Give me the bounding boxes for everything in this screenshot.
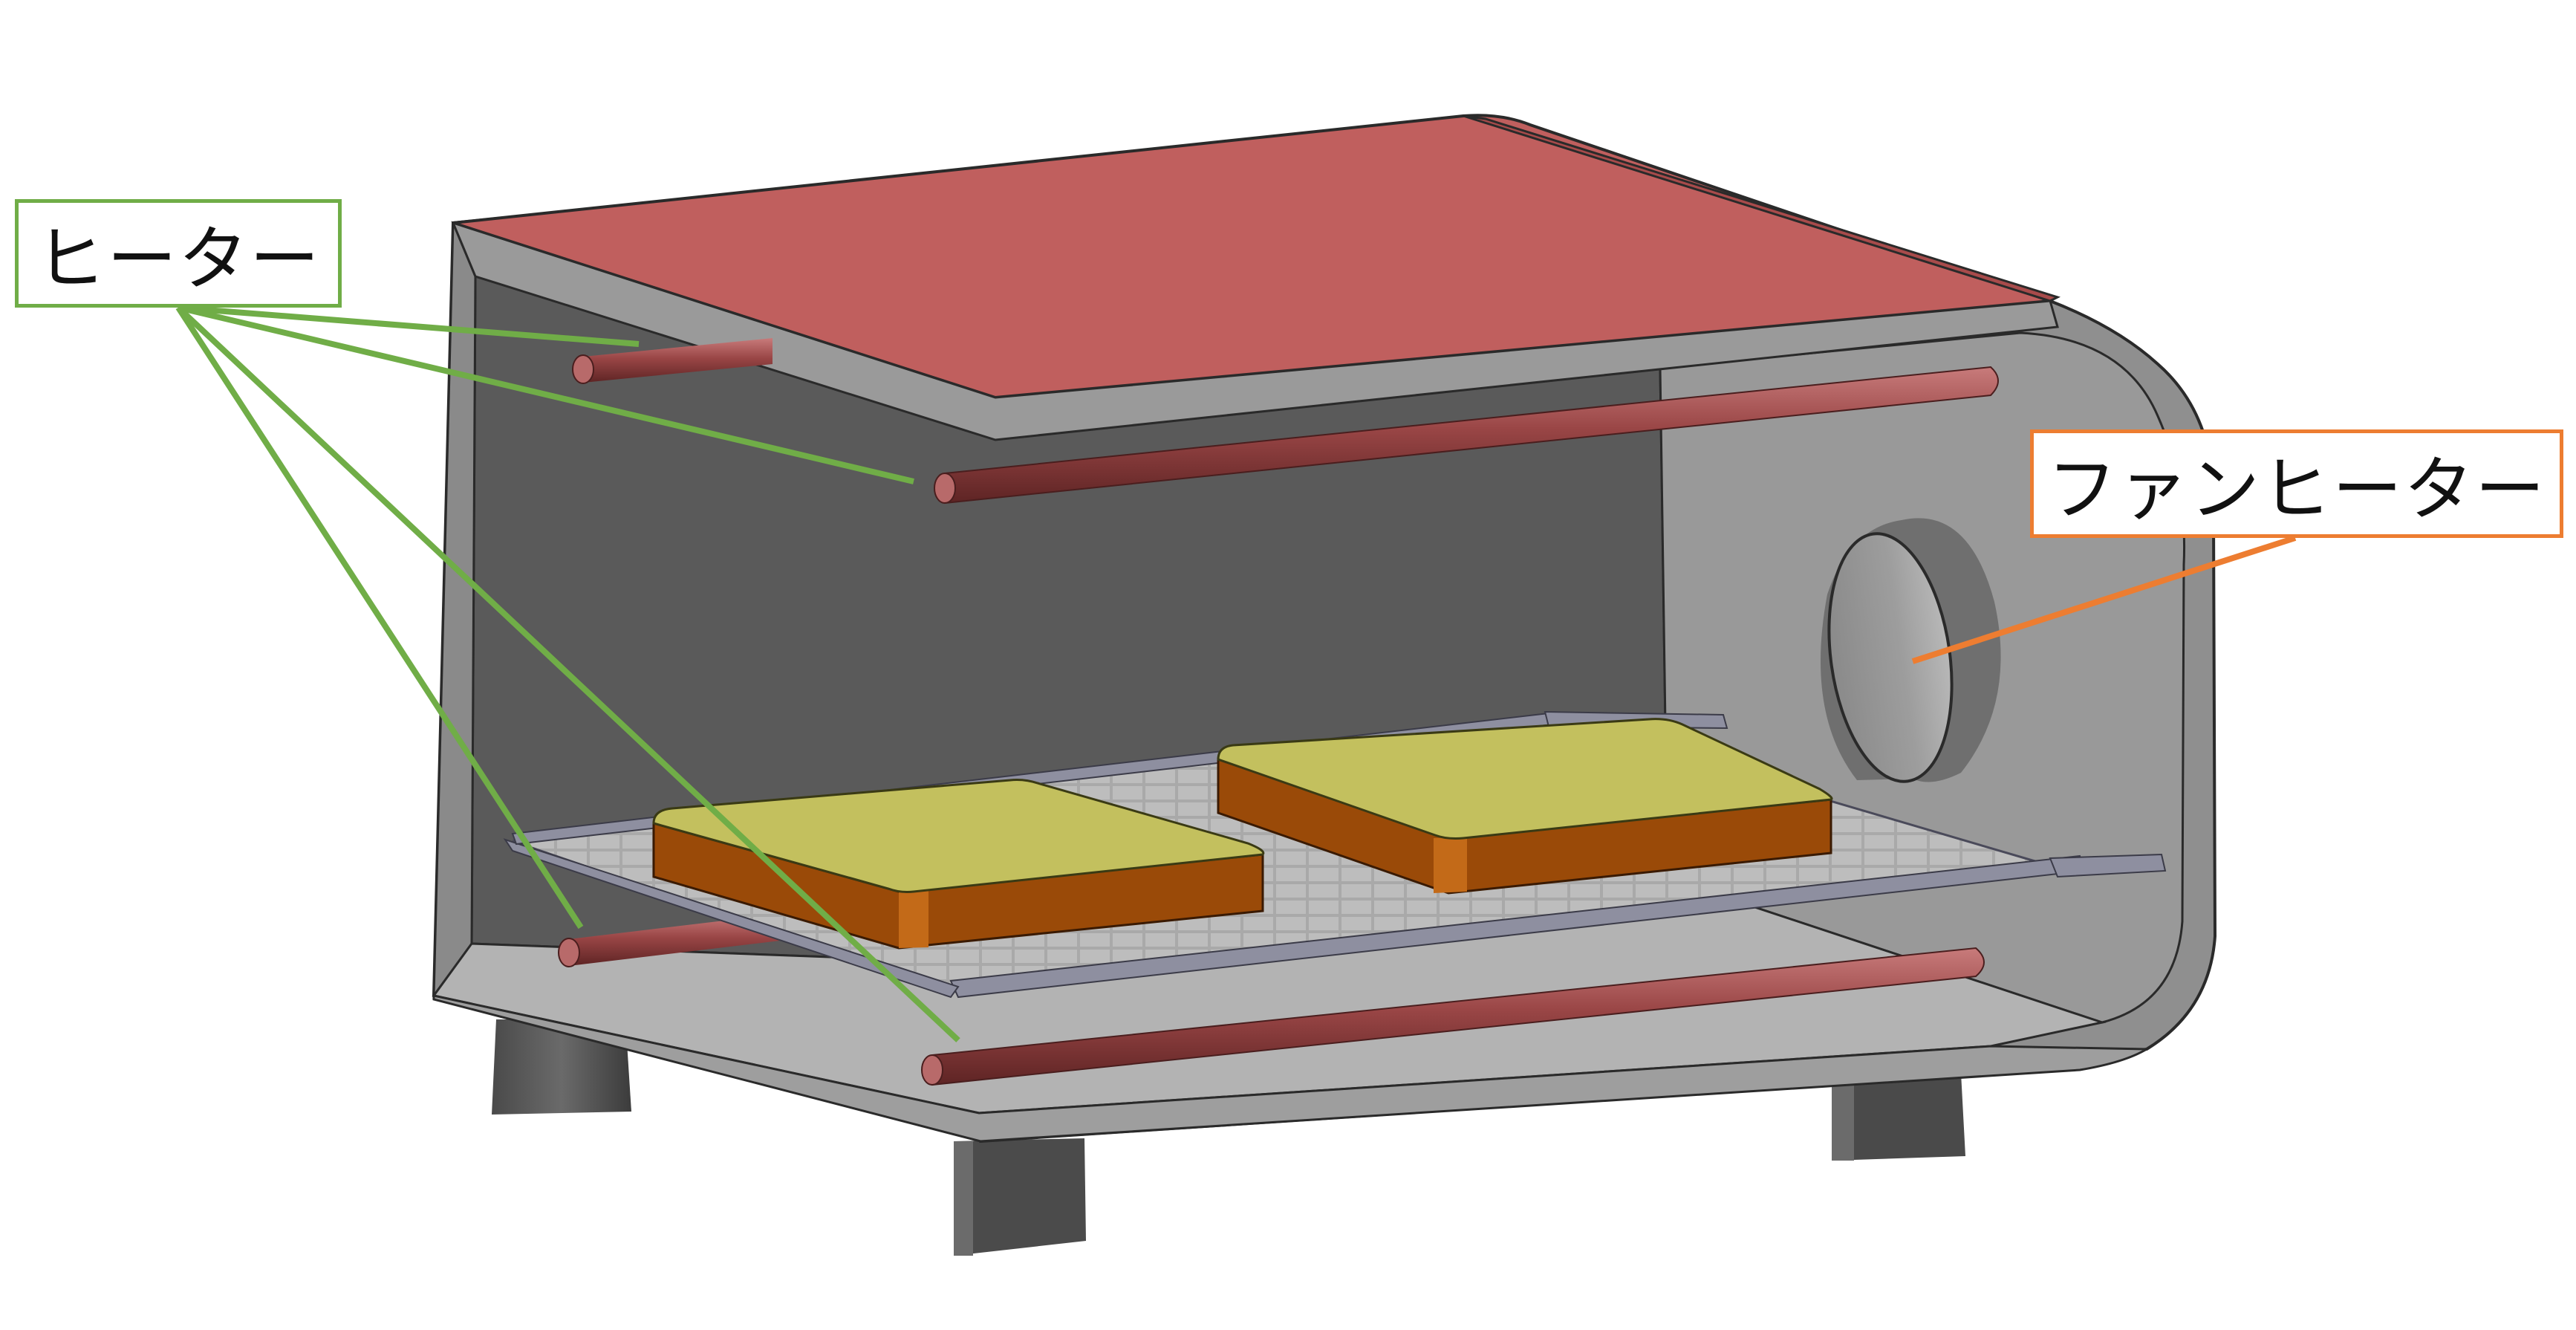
foot-front-left: [954, 1138, 1086, 1256]
heater-rod-bottom-front: [921, 947, 1985, 1086]
heater-rod-bottom-back: [558, 914, 780, 967]
oven-front-bottom-edge: [432, 994, 2151, 1143]
heater-rod-top-front: [934, 366, 1999, 505]
fan-leader-line: [1911, 535, 2297, 664]
oven-left-wall: [432, 222, 477, 999]
fan-heater-disc: [1821, 518, 2001, 783]
foot-back-left: [492, 1019, 631, 1115]
foot-front-left-side: [954, 1141, 973, 1256]
oven-lid-edge: [1463, 114, 2061, 302]
toast-slice-right: [1217, 718, 1833, 895]
rack-handle-front-right: [2049, 853, 2167, 878]
feet: [492, 1019, 1965, 1256]
oven-lid-front-thickness: [451, 221, 2059, 441]
heater-label: ヒーター: [15, 199, 342, 308]
toast-slice-left: [652, 779, 1265, 950]
fan-heater-label: ファンヒーター: [2030, 429, 2563, 538]
foot-back-right: [1832, 1073, 1965, 1161]
heater-rods: [558, 338, 1999, 1086]
foot-back-right-side: [1832, 1077, 1854, 1161]
rack-frame-left: [503, 838, 960, 999]
heater-rod-top-back: [572, 338, 773, 384]
heater-leader-lines: [175, 305, 960, 1042]
